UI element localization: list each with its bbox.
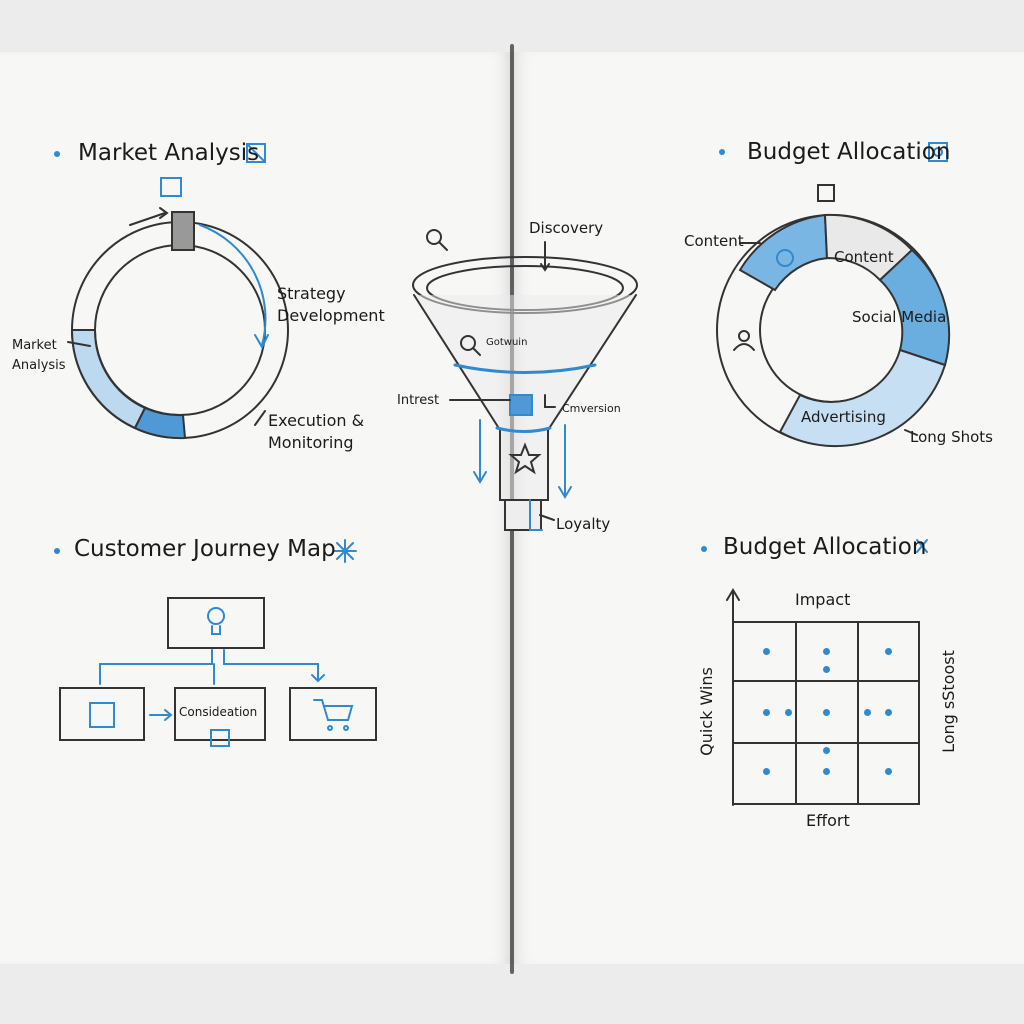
qr-icon: [89, 702, 115, 728]
face-icon: [776, 249, 794, 267]
funnel-label-interest: Intrest: [397, 393, 440, 408]
market-analysis-title: Market Analysis: [78, 140, 260, 166]
matrix-dot: [823, 709, 830, 716]
funnel-label-conversion: Cmversion: [562, 402, 621, 415]
matrix-bottom-label: Effort: [806, 811, 850, 830]
funnel-label-discovery: Discovery: [529, 219, 604, 237]
matrix-dot: [885, 768, 892, 775]
layers-icon: [817, 184, 835, 202]
market-analysis-cycle: [67, 143, 289, 440]
journey-title: Customer Journey Map: [74, 536, 336, 562]
marketing-funnel: [412, 229, 638, 531]
funnel-label-inner: Gotwuin: [486, 337, 528, 348]
budget-icon: [928, 142, 948, 162]
right-page: [512, 52, 1024, 964]
matrix-dot: [763, 709, 770, 716]
donut-segment-advertising: [778, 348, 947, 447]
matrix-dot: [763, 768, 770, 775]
bullet: [719, 149, 725, 155]
donut-label-long-shots: Long Shots: [910, 428, 993, 446]
donut-label-advertising: Advertising: [801, 408, 886, 426]
matrix-right-label: Long sStoost: [938, 650, 958, 753]
matrix-dot: [823, 648, 830, 655]
close-icon: [916, 539, 928, 553]
star-icon: [508, 442, 542, 475]
cycle-segment-execution: [133, 406, 187, 440]
cycle-label-market: Market Analysis: [12, 338, 66, 373]
square-icon: [160, 177, 182, 197]
customer-journey-map: [59, 539, 377, 747]
journey-stage-consideration: Consideation: [179, 705, 258, 719]
donut-label-content: Content: [834, 248, 894, 266]
left-page: [0, 52, 512, 964]
hatched-square-icon: [246, 143, 266, 163]
matrix-dot: [885, 648, 892, 655]
budget-donut: [716, 142, 951, 447]
calendar-icon: [210, 729, 230, 747]
magnifier-icon: [426, 229, 442, 245]
bullet: [54, 548, 60, 554]
matrix-left-label: Quick Wins: [696, 667, 716, 756]
donut-label-content-outer: Content: [684, 232, 744, 250]
matrix-dot: [823, 768, 830, 775]
person-icon: [738, 330, 750, 342]
donut-label-social-media: Social Media: [852, 308, 947, 326]
priority-matrix: [726, 539, 928, 806]
matrix-dot: [763, 648, 770, 655]
grid-icon: [509, 394, 533, 416]
sparkle-icon: [333, 539, 357, 563]
lightbulb-icon: [207, 607, 225, 625]
cycle-label-strategy: Strategy Development: [277, 284, 385, 325]
matrix-dot: [785, 709, 792, 716]
matrix-dot: [885, 709, 892, 716]
cycle-label-execution: Execution & Monitoring: [268, 411, 365, 452]
matrix-dot: [823, 747, 830, 754]
budget-donut-title: Budget Allocation: [747, 139, 951, 165]
matrix-title: Budget Allocation: [723, 534, 927, 560]
matrix-dot: [823, 666, 830, 673]
bullet: [701, 546, 707, 552]
matrix-top-label: Impact: [795, 590, 851, 609]
bullet: [54, 151, 60, 157]
matrix-dot: [864, 709, 871, 716]
funnel-label-loyalty: Loyalty: [556, 515, 611, 533]
cart-icon: [313, 699, 354, 721]
search-icon: [460, 335, 476, 351]
cycle-segment-top: [171, 211, 195, 251]
